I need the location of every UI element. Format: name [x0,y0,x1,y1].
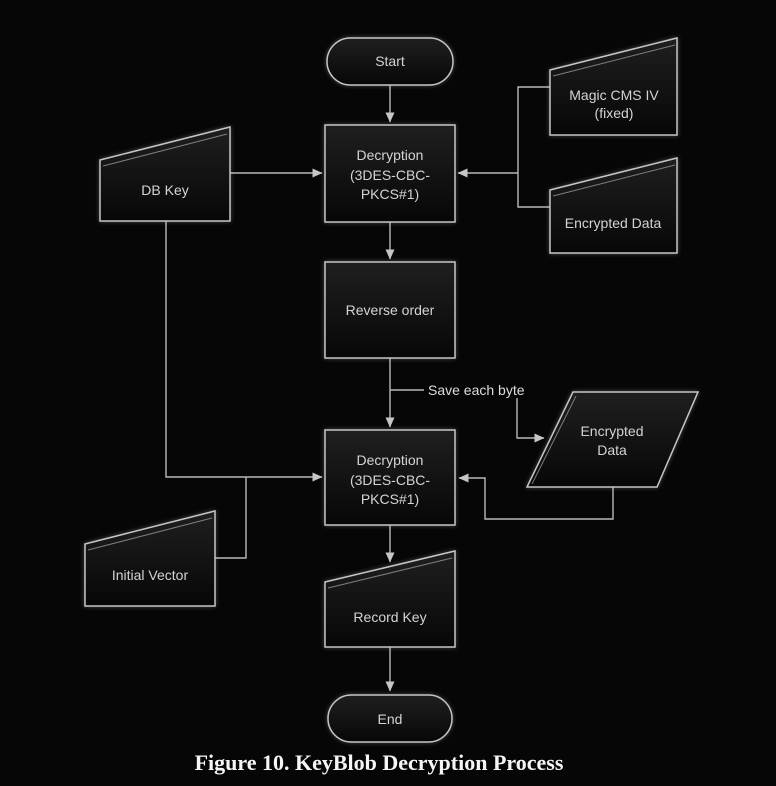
initial-vector-fold-line [87,517,213,551]
start-terminator-shape [326,37,454,86]
initial-vector-label: Initial Vector [112,567,189,583]
edge-initial-vector-join [215,477,247,559]
reverse-order-process-shape [324,261,456,359]
decryption-2-process-shape [324,429,456,526]
decryption-1-label-line3: PKCS#1) [361,186,419,202]
decryption-1-label-line2: (3DES-CBC- [350,167,430,183]
db-key-label: DB Key [141,182,188,198]
encrypted-data-top-label: Encrypted Data [565,215,662,231]
magic-cms-iv-label-line1: Magic CMS IV [569,87,659,103]
edge-dbkey-to-decryption2 [165,220,323,482]
decryption-2-label-line3: PKCS#1) [361,491,419,507]
node-decryption-1: Decryption (3DES-CBC- PKCS#1) [324,124,456,223]
initial-vector-card-shape [84,510,216,607]
encrypted-data-mid-label-line1: Encrypted [580,423,643,439]
node-end: End [327,694,453,743]
db-key-fold-line [102,133,228,167]
decryption-2-label-line1: Decryption [357,452,424,468]
node-encrypted-data-mid: Encrypted Data [525,391,700,488]
node-decryption-2: Decryption (3DES-CBC- PKCS#1) [324,429,456,526]
node-record-key: Record Key [324,550,456,648]
end-label: End [378,711,403,727]
magic-cms-iv-card-shape [549,37,678,136]
encrypted-data-mid-parallelogram-shape [525,391,700,488]
node-db-key: DB Key [99,126,231,222]
encrypted-data-mid-fold-line [531,395,577,485]
decryption-1-label-line1: Decryption [357,147,424,163]
start-label: Start [375,53,405,69]
node-encrypted-data-top: Encrypted Data [549,157,678,254]
save-each-byte-label: Save each byte [428,382,525,398]
save-each-byte-label-backing [424,382,529,398]
record-key-card-shape [324,550,456,648]
figure-caption: Figure 10. KeyBlob Decryption Process [195,750,564,775]
end-terminator-shape [327,694,453,743]
node-start: Start [326,37,454,86]
node-reverse-order: Reverse order [324,261,456,359]
decryption-2-label-line2: (3DES-CBC- [350,472,430,488]
edge-encrypted-data-to-decryption2 [458,473,614,520]
record-key-label: Record Key [353,609,426,625]
node-initial-vector: Initial Vector [84,510,216,607]
encrypted-data-mid-label-line2: Data [597,442,627,458]
reverse-order-label: Reverse order [346,302,435,318]
db-key-card-shape [99,126,231,222]
node-magic-cms-iv: Magic CMS IV (fixed) [549,37,678,136]
encrypted-data-top-fold-line [552,164,676,197]
encrypted-data-top-card-shape [549,157,678,254]
magic-cms-iv-fold-line [552,44,676,77]
record-key-fold-line [327,557,453,589]
edge-bracket-magic-encrypted [517,86,550,208]
magic-cms-iv-label-line2: (fixed) [595,105,634,121]
decryption-1-process-shape [324,124,456,223]
connectors: Save each byte [165,85,614,692]
